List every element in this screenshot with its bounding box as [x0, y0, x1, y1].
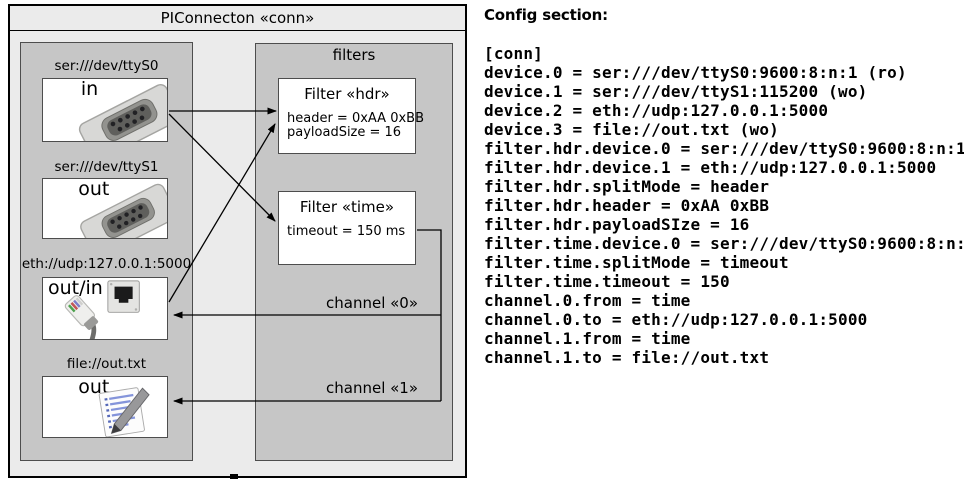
border-tick-mark [230, 474, 238, 479]
connection-diagram: PIConnecton «conn» ser:///dev/ttyS0 in [8, 4, 467, 478]
config-line: device.3 = file://out.txt (wo) [484, 120, 779, 139]
filter-time-title: Filter «time» [299, 198, 395, 216]
device-direction-file: out [78, 376, 110, 398]
filter-hdr-title: Filter «hdr» [304, 85, 390, 103]
device-box-eth: out/in [42, 277, 168, 340]
config-line: device.2 = eth://udp:127.0.0.1:5000 [484, 101, 829, 120]
config-line: filter.time.splitMode = timeout [484, 253, 789, 272]
config-line: channel.1.to = file://out.txt [484, 348, 770, 367]
device-box-ser0: in [42, 78, 168, 142]
config-line: channel.1.from = time [484, 329, 691, 348]
filter-hdr-properties: header = 0xAA 0xBB payloadSize = 16 [287, 112, 424, 140]
device-label-ser1: ser:///dev/ttyS1 [54, 159, 159, 175]
channel-1-label: channel «1» [326, 379, 419, 397]
config-line: filter.hdr.payloadSIze = 16 [484, 215, 750, 234]
config-line: filter.hdr.device.0 = ser:///dev/ttyS0:9… [484, 139, 964, 158]
config-line: filter.time.device.0 = ser:///dev/ttyS0:… [484, 234, 964, 253]
filters-panel-title: filters [332, 46, 376, 64]
config-section-heading: Config section: [484, 6, 608, 24]
config-line: filter.hdr.splitMode = header [484, 177, 770, 196]
device-label-file: file://out.txt [66, 356, 147, 372]
filter-hdr-property: payloadSize = 16 [287, 125, 402, 140]
config-line: device.0 = ser:///dev/ttyS0:9600:8:n:1 (… [484, 63, 907, 82]
config-line: channel.0.to = eth://udp:127.0.0.1:5000 [484, 310, 868, 329]
config-line: channel.0.from = time [484, 291, 691, 310]
device-direction-eth: out/in [48, 277, 103, 299]
diagram-title: PIConnecton «conn» [160, 9, 315, 27]
devices-panel: ser:///dev/ttyS0 in [20, 42, 193, 461]
filters-panel: filters Filter «hdr» header = 0xAA 0xBB … [255, 43, 453, 461]
device-box-file: out [42, 376, 168, 438]
device-label-ser0: ser:///dev/ttyS0 [54, 58, 159, 74]
config-line: filter.hdr.device.1 = eth://udp:127.0.0.… [484, 158, 937, 177]
diagram-title-bar: PIConnecton «conn» [10, 6, 465, 31]
filter-hdr-property: header = 0xAA 0xBB [287, 111, 425, 126]
config-line: device.1 = ser:///dev/ttyS1:115200 (wo) [484, 82, 868, 101]
device-direction-ser0: in [80, 78, 99, 100]
device-box-ser1: out [42, 178, 168, 239]
filter-time-property: timeout = 150 ms [287, 224, 406, 239]
filter-box-hdr: Filter «hdr» header = 0xAA 0xBB payloadS… [278, 78, 424, 154]
config-line: [conn] [484, 44, 543, 63]
device-label-eth: eth://udp:127.0.0.1:5000 [21, 256, 192, 272]
channel-0-label: channel «0» [326, 294, 419, 312]
device-direction-ser1: out [78, 178, 110, 200]
filter-box-time: Filter «time» timeout = 150 ms [278, 191, 416, 265]
config-line: filter.hdr.header = 0xAA 0xBB [484, 196, 770, 215]
filter-time-properties: timeout = 150 ms [287, 225, 405, 239]
config-text-block: [conn] device.0 = ser:///dev/ttyS0:9600:… [484, 44, 964, 367]
config-line: filter.time.timeout = 150 [484, 272, 730, 291]
